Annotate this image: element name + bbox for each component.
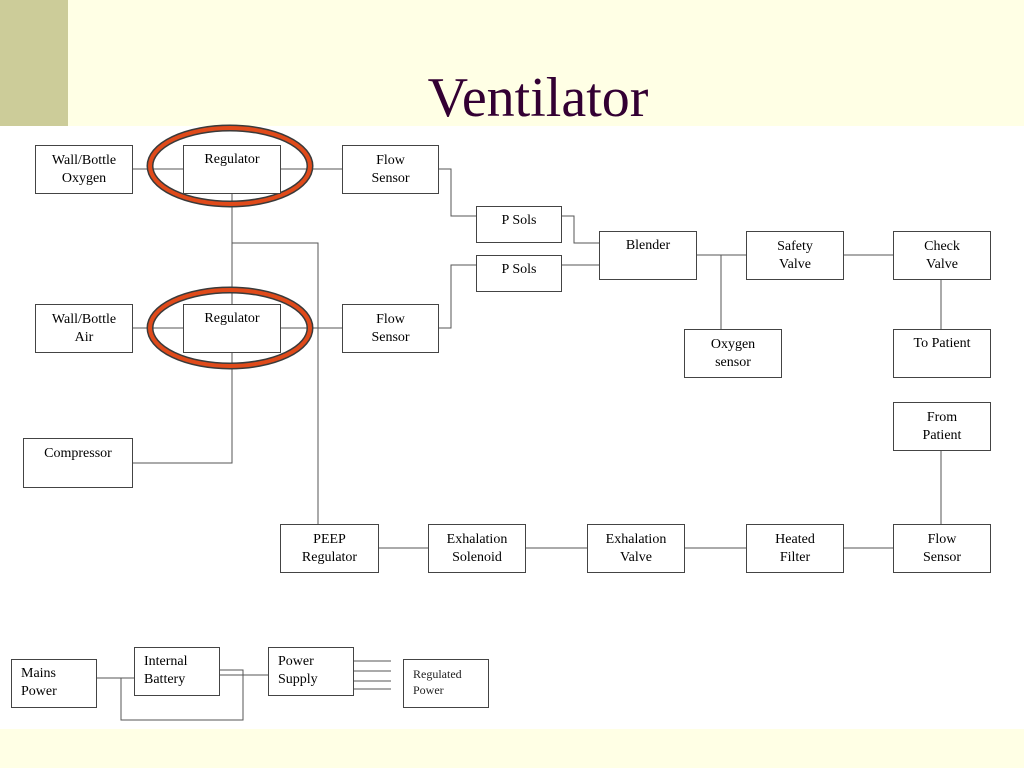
lines-power-outputs bbox=[353, 660, 391, 690]
box-heated-filter: Heated Filter bbox=[746, 524, 844, 573]
slide-title: Ventilator bbox=[427, 67, 649, 129]
line-flow-sensor-to-psols-top bbox=[439, 168, 476, 217]
highlight-ring-air-regulator bbox=[148, 288, 312, 368]
box-exhalation-valve: Exhalation Valve bbox=[587, 524, 685, 573]
box-check-valve: Check Valve bbox=[893, 231, 991, 280]
box-peep-regulator: PEEP Regulator bbox=[280, 524, 379, 573]
box-regulator-oxygen: Regulator bbox=[183, 145, 281, 194]
box-flow-sensor-oxygen: Flow Sensor bbox=[342, 145, 439, 194]
accent-bar bbox=[0, 0, 68, 126]
box-safety-valve: Safety Valve bbox=[746, 231, 844, 280]
line-flow-sensor-to-psols-bottom bbox=[439, 264, 476, 329]
box-to-patient: To Patient bbox=[893, 329, 991, 378]
box-flow-sensor-exhalation: Flow Sensor bbox=[893, 524, 991, 573]
box-oxygen-sensor: Oxygen sensor bbox=[684, 329, 782, 378]
box-regulator-air: Regulator bbox=[183, 304, 281, 353]
box-from-patient: From Patient bbox=[893, 402, 991, 451]
box-compressor: Compressor bbox=[23, 438, 133, 488]
box-internal-battery: Internal Battery bbox=[134, 647, 220, 696]
box-power-supply: Power Supply bbox=[268, 647, 354, 696]
line-to-peep-regulator bbox=[232, 242, 319, 524]
line-psols-top-to-blender bbox=[561, 215, 599, 244]
box-flow-sensor-air: Flow Sensor bbox=[342, 304, 439, 353]
line-compressor-link bbox=[133, 353, 233, 464]
box-blender: Blender bbox=[599, 231, 697, 280]
box-mains-power: Mains Power bbox=[11, 659, 97, 708]
box-p-sols-bottom: P Sols bbox=[476, 255, 562, 292]
box-regulated-power: Regulated Power bbox=[403, 659, 489, 708]
box-wall-bottle-air: Wall/Bottle Air bbox=[35, 304, 133, 353]
box-p-sols-top: P Sols bbox=[476, 206, 562, 243]
line-battery-loop bbox=[120, 669, 244, 721]
box-wall-bottle-oxygen: Wall/Bottle Oxygen bbox=[35, 145, 133, 194]
box-exhalation-solenoid: Exhalation Solenoid bbox=[428, 524, 526, 573]
highlight-ring-oxygen-regulator bbox=[148, 126, 312, 206]
